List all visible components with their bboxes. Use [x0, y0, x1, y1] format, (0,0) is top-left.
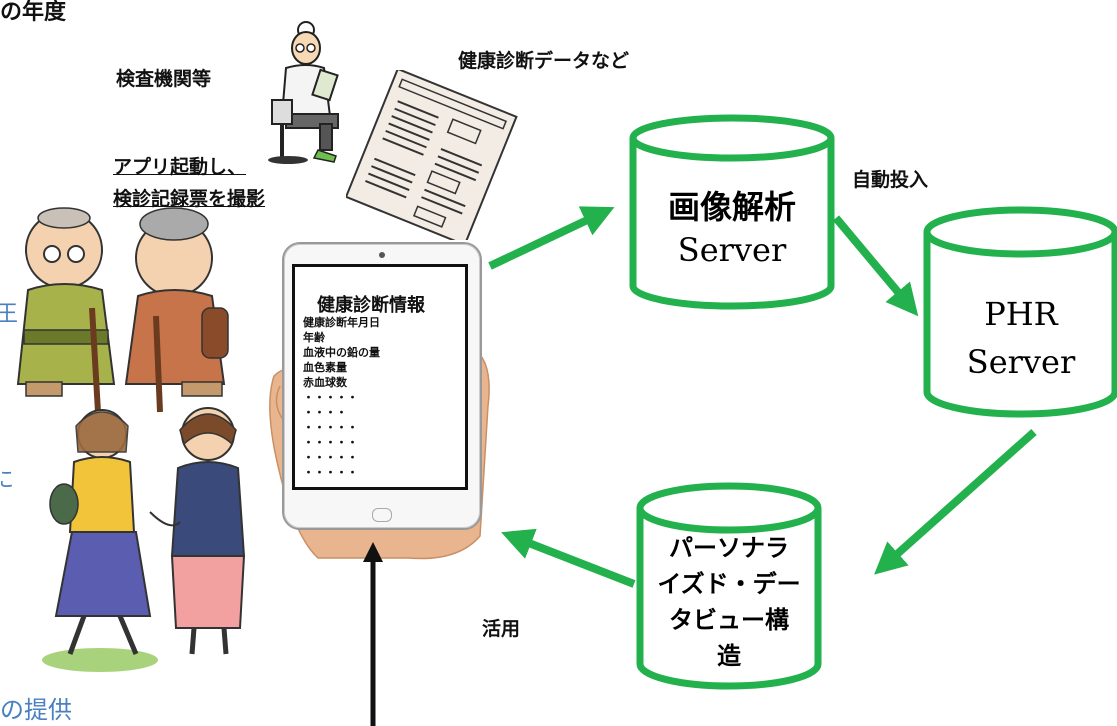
auto-input-label: 自動投入: [852, 169, 929, 191]
personalized-dataview-cylinder: [636, 482, 822, 690]
left-edge-char-2: に: [0, 468, 15, 493]
testing-agency-label: 検査機関等: [116, 68, 212, 90]
phr-server-word: Server: [966, 343, 1076, 381]
tablet-row-age: 年齢: [303, 331, 325, 344]
tablet-title: 健康診断情報: [317, 295, 425, 316]
checkup-document-illustration: [346, 70, 518, 240]
tablet-row-red-blood-cells: 赤血球数: [303, 376, 347, 389]
personalized-line-4: 造: [717, 642, 741, 670]
image-analysis-server-word: Server: [677, 231, 787, 269]
arrow-personalized-to-tablet: [501, 528, 636, 588]
tablet-screen: 健康診断情報 健康診断年月日 年齢 血液中の鉛の量 血色素量 赤血球数 ・・・・…: [292, 264, 468, 490]
tablet-camera: [379, 252, 385, 258]
personalized-line-1: パーソナラ: [669, 534, 789, 562]
women-illustration: [42, 407, 246, 672]
app-instruction-line1: アプリ起動し、: [113, 156, 247, 178]
personalized-dataview-label: パーソナラ イズド・デー タビュー構 造: [640, 530, 818, 674]
phr-server-cylinder: [923, 206, 1117, 418]
app-instruction-line2: 検診記録票を撮影: [113, 188, 266, 210]
tablet-row-ellipsis: ・・・・・: [303, 451, 358, 464]
tablet-row-blood-lead: 血液中の鉛の量: [303, 346, 380, 359]
arrow-phr-to-personalized: [874, 429, 1037, 575]
image-analysis-server-cylinder: [629, 114, 835, 310]
personalized-line-3: タビュー構: [669, 606, 789, 634]
tablet-row-ellipsis: ・・・・・: [303, 466, 358, 479]
arrow-image-to-phr: [832, 215, 919, 317]
top-left-fragment: の年度: [0, 0, 67, 25]
tablet-row-ellipsis: ・・・・・: [303, 391, 358, 404]
doctor-illustration: [268, 21, 339, 164]
tablet-row-ellipsis: ・・・・: [303, 406, 347, 419]
image-analysis-server-label: 画像解析 Server: [633, 186, 831, 272]
tablet-row-hemoglobin: 血色素量: [303, 361, 347, 374]
personalized-line-2: イズド・デー: [657, 570, 801, 598]
utilization-label: 活用: [482, 618, 521, 640]
elderly-couple-illustration: [16, 207, 229, 413]
bottom-left-fragment: の提供: [0, 696, 72, 724]
phr-server-label: PHR Server: [927, 290, 1115, 386]
tablet-field-list: 健康診断年月日 年齢 血液中の鉛の量 血色素量 赤血球数 ・・・・・ ・・・・ …: [303, 315, 380, 480]
checkup-data-label: 健康診断データなど: [458, 50, 630, 72]
image-analysis-title: 画像解析: [667, 188, 796, 226]
tablet-row-ellipsis: ・・・・・: [303, 421, 358, 434]
left-edge-char-1: 王: [0, 302, 19, 327]
tablet-row-ellipsis: ・・・・・: [303, 436, 358, 449]
tablet-home-button[interactable]: [372, 508, 392, 522]
tablet-row-checkup-date: 健康診断年月日: [303, 316, 380, 329]
phr-title: PHR: [984, 295, 1058, 333]
arrow-tablet-to-image-server: [488, 206, 615, 270]
